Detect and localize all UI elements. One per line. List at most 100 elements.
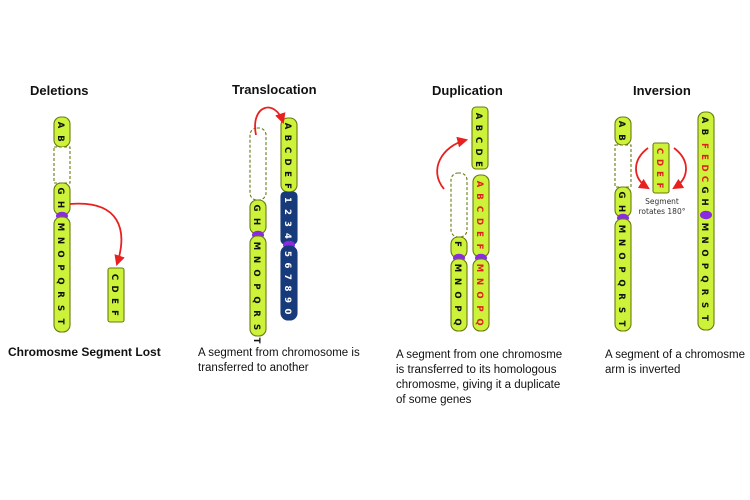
gene-label: E (109, 298, 119, 304)
gene-label: H (616, 205, 626, 212)
gene-label: B (55, 135, 65, 141)
gene-label: N (616, 239, 626, 246)
gene-label: F (282, 183, 292, 189)
gene-label: M (452, 264, 462, 272)
gene-label: O (474, 291, 484, 298)
gene-label: 6 (282, 263, 292, 269)
gene-label: 2 (282, 209, 292, 215)
gene-label: P (55, 264, 65, 270)
gene-label: R (55, 291, 65, 298)
translocated-arm (280, 245, 298, 321)
gene-label: R (699, 289, 709, 296)
inversion-caption-line: A segment of a chromosme (605, 349, 745, 361)
duplication-title: Duplication (432, 83, 503, 98)
gene-label: P (452, 305, 462, 311)
gene-label: M (474, 264, 484, 272)
chromosome-arm (450, 258, 468, 332)
gene-label: O (616, 252, 626, 259)
gene-label: O (55, 250, 65, 257)
gene-label: N (699, 236, 709, 243)
rotate-label: Segment (645, 197, 679, 206)
rotating-segment (652, 142, 670, 194)
gene-label: 4 (282, 233, 292, 239)
gene-label: N (452, 278, 462, 285)
gene-label: E (474, 231, 484, 237)
gene-label: N (474, 278, 484, 285)
rotate-arrow-right (672, 147, 687, 190)
gene-label: E (654, 171, 664, 177)
gene-label: B (616, 134, 626, 140)
gene-label: Q (699, 275, 709, 282)
gene-label: P (251, 283, 261, 289)
gene-label: D (109, 285, 119, 292)
deletions-caption: Chromosme Segment Lost (8, 345, 161, 360)
gene-label: B (473, 125, 483, 131)
deletions-title: Deletions (30, 83, 89, 98)
translocation-caption-line: transferred to another (198, 362, 309, 374)
chromosome-arm (472, 258, 490, 332)
deleted-gap (53, 146, 71, 184)
gene-label: A (473, 113, 483, 120)
gene-label: 8 (282, 286, 292, 292)
gene-label: O (699, 249, 709, 256)
gene-label: Q (616, 279, 626, 286)
gene-label: D (473, 148, 483, 155)
gene-label: D (654, 159, 664, 166)
gene-label: G (251, 205, 261, 212)
gene-label: 0 (282, 309, 292, 315)
duplication-caption-line: is transferred to its homologous (396, 364, 557, 376)
gene-label: D (282, 158, 292, 165)
gene-label: S (699, 302, 709, 308)
chromosome-arm (697, 111, 715, 331)
gene-label: A (699, 117, 709, 124)
gene-label: Q (452, 318, 462, 325)
gene-label: N (55, 237, 65, 244)
gene-label: H (55, 201, 65, 208)
gene-label: B (474, 193, 484, 199)
gene-label: C (474, 206, 484, 212)
rotate-arrow-left (635, 147, 650, 190)
gene-label: 7 (282, 274, 292, 280)
translocation-arrow (254, 106, 286, 136)
gene-label: E (473, 161, 483, 167)
chromosome-arm (249, 235, 267, 337)
gene-label: E (699, 154, 709, 160)
gene-label: C (473, 137, 483, 143)
gene-label: T (616, 321, 626, 327)
gene-label: S (55, 305, 65, 311)
deletion-arrow (69, 202, 125, 267)
duplication-arrow (436, 136, 469, 190)
inversion-caption: A segment of a chromosme arm is inverted (605, 348, 745, 378)
gene-label: E (282, 171, 292, 177)
empty-arm (450, 172, 468, 238)
gene-label: C (699, 176, 709, 182)
gene-label: O (452, 291, 462, 298)
duplication-caption-line: of some genes (396, 394, 472, 406)
gene-label: F (452, 241, 462, 247)
gene-label: M (616, 225, 626, 233)
gene-label: M (251, 242, 261, 250)
gene-label: R (616, 293, 626, 300)
gene-label: T (251, 338, 261, 344)
gene-label: O (251, 269, 261, 276)
gene-label: P (699, 263, 709, 269)
gene-label: C (282, 147, 292, 153)
inversion-title: Inversion (633, 83, 691, 98)
gene-label: 5 (282, 251, 292, 257)
gene-label: G (55, 188, 65, 195)
gene-label: S (251, 324, 261, 330)
gene-label: A (616, 121, 626, 128)
gene-label: B (282, 135, 292, 141)
gene-label: G (616, 192, 626, 199)
gene-label: M (55, 223, 65, 231)
translocation-caption: A segment from chromosome is transferred… (198, 346, 360, 376)
lost-segment (107, 267, 125, 323)
gene-label: T (699, 315, 709, 321)
inversion-caption-line: arm is inverted (605, 364, 681, 376)
centromere (700, 210, 712, 220)
deletions-caption-line: Chromosme Segment Lost (8, 345, 161, 359)
gene-label: C (654, 148, 664, 154)
gene-label: D (474, 218, 484, 225)
gene-label: A (55, 122, 65, 129)
